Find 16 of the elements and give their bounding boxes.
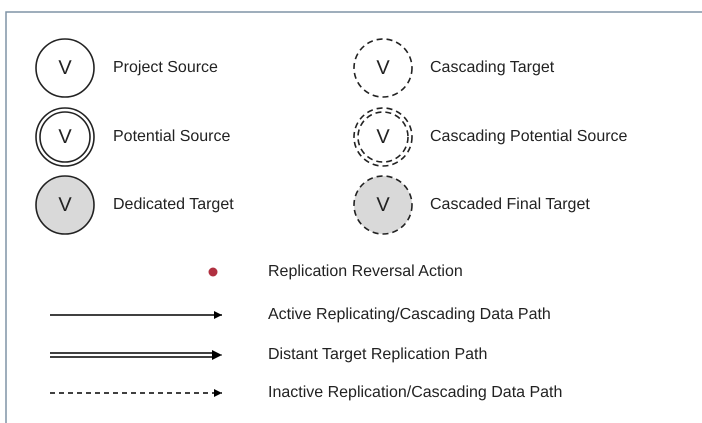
legend-label: Project Source (113, 58, 218, 78)
legend-label: Distant Target Replication Path (268, 345, 488, 365)
legend-label: Cascading Potential Source (430, 127, 628, 147)
symbol-letter: V (57, 125, 73, 149)
legend-label: Replication Reversal Action (268, 262, 463, 282)
legend-label: Active Replicating/Cascading Data Path (268, 305, 551, 325)
symbol-letter: V (375, 125, 391, 149)
symbol-letter: V (57, 193, 73, 217)
legend-label: Dedicated Target (113, 195, 234, 215)
symbol-letter: V (375, 193, 391, 217)
legend-label: Cascading Target (430, 58, 554, 78)
legend-label: Inactive Replication/Cascading Data Path (268, 383, 562, 403)
symbol-letter: V (375, 56, 391, 80)
legend-label: Potential Source (113, 127, 230, 147)
symbol-letter: V (57, 56, 73, 80)
legend-label: Cascaded Final Target (430, 195, 590, 215)
